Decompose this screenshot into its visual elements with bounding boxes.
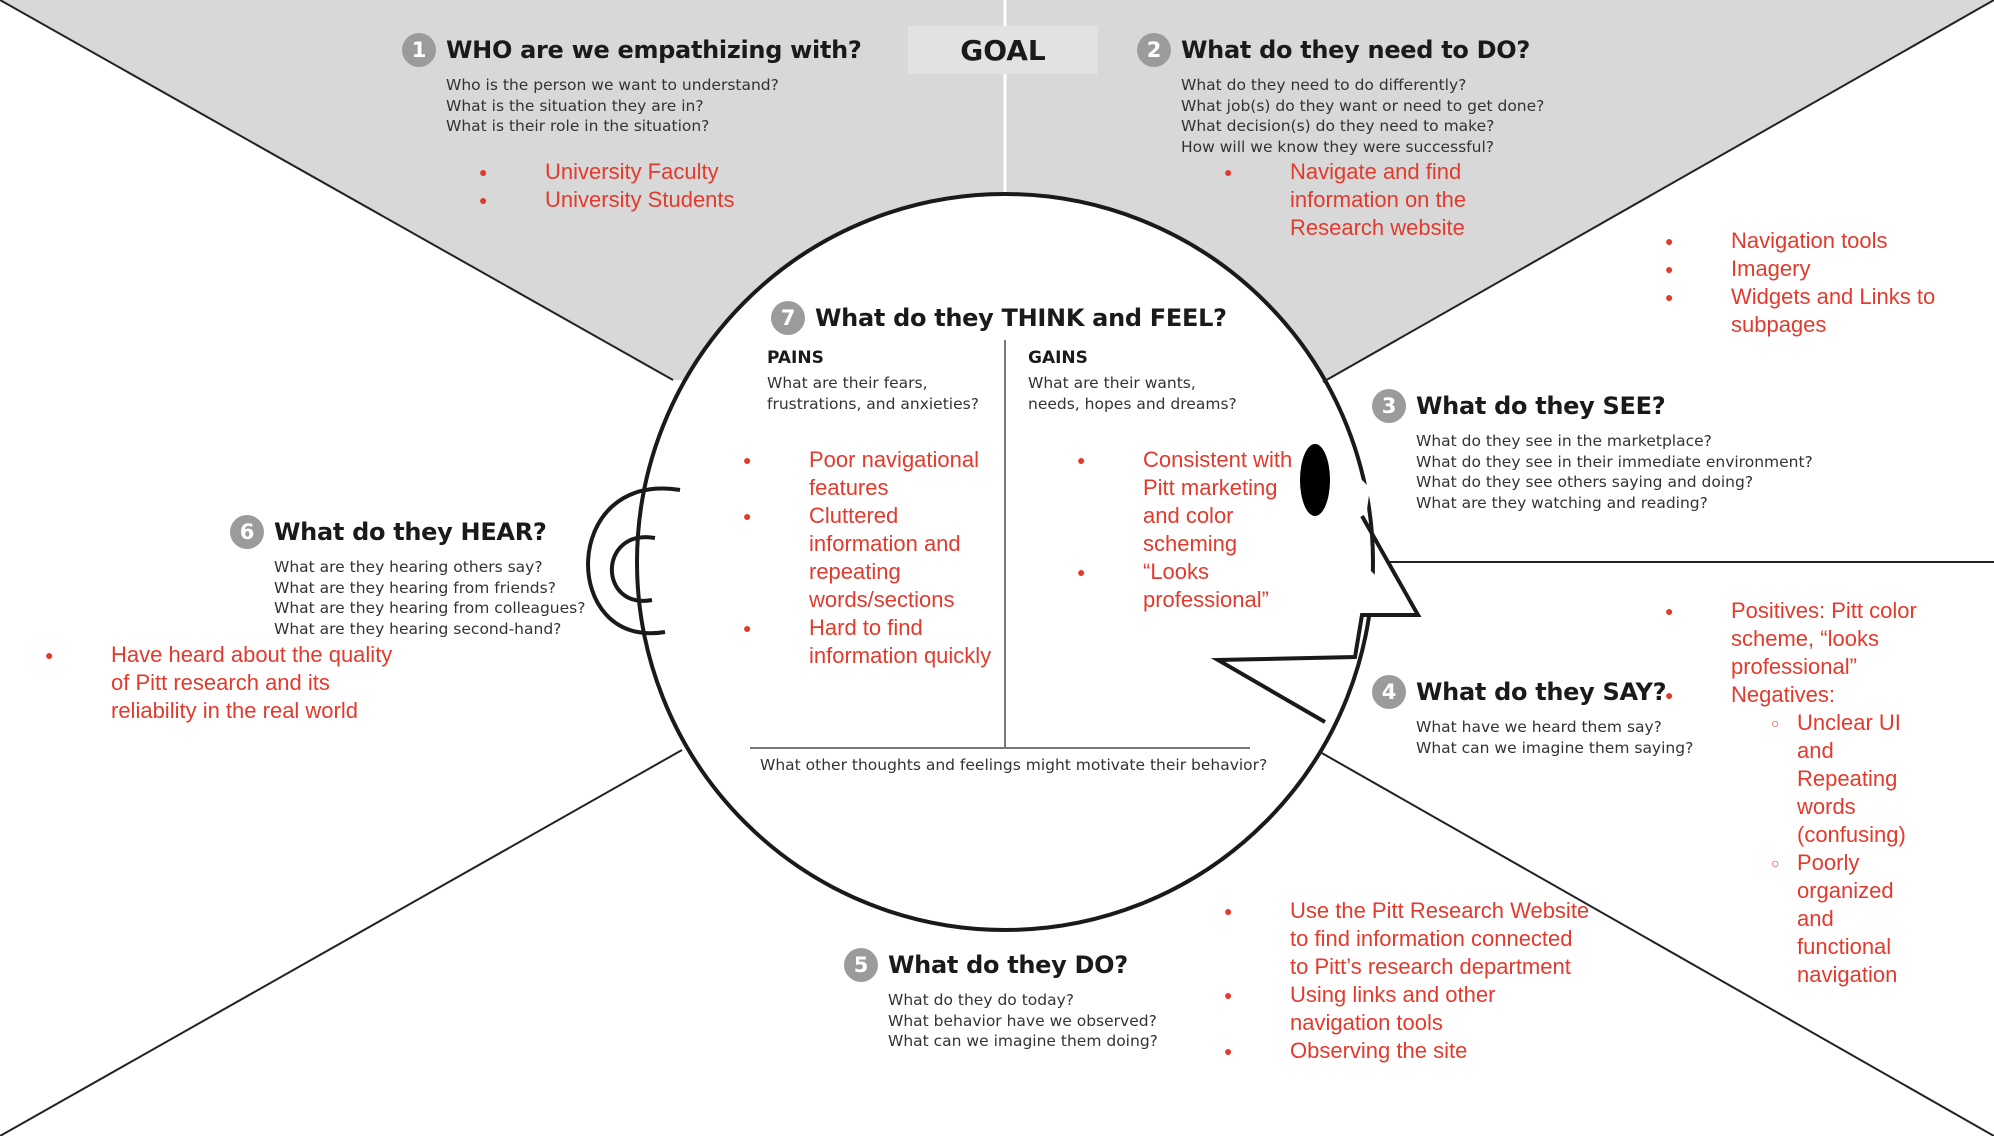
- question: What do they do today?: [888, 991, 1074, 1009]
- question: frustrations, and anxieties?: [767, 394, 979, 413]
- section-say: 4 What do they SAY? What have we heard t…: [1372, 675, 1693, 758]
- gains-heading: GAINS: [1028, 348, 1088, 368]
- section-questions: Who is the person we want to understand?…: [446, 75, 862, 137]
- answer-item: Cluttered information and repeating word…: [743, 502, 993, 614]
- gains-answers: Consistent with Pitt marketing and color…: [1077, 446, 1317, 614]
- answer-item: Consistent with Pitt marketing and color…: [1077, 446, 1317, 558]
- answer-item: Widgets and Links to subpages: [1665, 283, 1970, 339]
- answer-item: Using links and other navigation tools: [1224, 981, 1594, 1037]
- divider-top-right: [1322, 0, 1994, 383]
- question: needs, hopes and dreams?: [1028, 394, 1237, 413]
- step-badge: 3: [1372, 389, 1406, 423]
- section-title: What do they SEE?: [1416, 392, 1666, 420]
- question: Who is the person we want to understand?: [446, 76, 779, 94]
- think-bottom-question: What other thoughts and feelings might m…: [760, 756, 1268, 774]
- section-who: 1 WHO are we empathizing with? Who is th…: [402, 33, 862, 137]
- question: What are they watching and reading?: [1416, 493, 1708, 512]
- divider-bottom-right: [1319, 751, 1994, 1136]
- negative-item: Unclear UI and Repeating words (confusin…: [1731, 709, 1917, 849]
- section-do: 5 What do they DO? What do they do today…: [844, 948, 1158, 1052]
- question: What job(s) do they want or need to get …: [1181, 96, 1545, 115]
- question: What do they see in the marketplace?: [1416, 432, 1712, 450]
- question: What behavior have we observed?: [888, 1011, 1157, 1030]
- section-hear: 6 What do they HEAR? What are they heari…: [230, 515, 585, 639]
- answer-item: Have heard about the quality of Pitt res…: [45, 641, 415, 725]
- question: What do they see others saying and doing…: [1416, 473, 1754, 491]
- section-title: What do they HEAR?: [274, 518, 547, 546]
- answer-positives: Positives: Pitt color scheme, “looks pro…: [1665, 597, 1990, 681]
- section-questions: What are they hearing others say? What a…: [274, 557, 585, 639]
- section-do-need: 2 What do they need to DO? What do they …: [1137, 33, 1544, 157]
- answer-item: Hard to find information quickly: [743, 614, 993, 670]
- pains-questions: What are their fears, frustrations, and …: [767, 373, 979, 414]
- hear-answers: Have heard about the quality of Pitt res…: [45, 641, 415, 725]
- negative-item: Poorly organized and functional navigati…: [1731, 849, 1907, 989]
- do-need-answers: Navigate and find information on the Res…: [1224, 158, 1484, 242]
- who-answers: University Faculty University Students: [479, 158, 809, 214]
- section-questions: What do they do today? What behavior hav…: [888, 990, 1158, 1052]
- answer-negatives: Negatives: Unclear UI and Repeating word…: [1665, 681, 1990, 989]
- do-answers: Use the Pitt Research Website to find in…: [1224, 897, 1594, 1065]
- step-badge: 4: [1372, 675, 1406, 709]
- section-see: 3 What do they SEE? What do they see in …: [1372, 389, 1813, 513]
- section-questions: What do they need to do differently? Wha…: [1181, 75, 1544, 157]
- say-answers: Positives: Pitt color scheme, “looks pro…: [1665, 597, 1990, 989]
- question: What can we imagine them saying?: [1416, 738, 1694, 757]
- section-title: What do they SAY?: [1416, 678, 1667, 706]
- step-badge: 6: [230, 515, 264, 549]
- question: What are they hearing from colleagues?: [274, 599, 586, 617]
- question: What are they hearing from friends?: [274, 578, 556, 597]
- goal-label: GOAL: [908, 26, 1098, 74]
- question: What are they hearing others say?: [274, 558, 543, 576]
- question: What decision(s) do they need to make?: [1181, 117, 1495, 135]
- section-title: What do they need to DO?: [1181, 36, 1530, 64]
- see-answers: Navigation tools Imagery Widgets and Lin…: [1665, 227, 1970, 339]
- question: What are their fears,: [767, 374, 928, 392]
- step-badge: 7: [771, 301, 805, 335]
- question: What have we heard them say?: [1416, 718, 1662, 736]
- question: What are they hearing second-hand?: [274, 619, 562, 638]
- answer-item: Navigate and find information on the Res…: [1224, 158, 1484, 242]
- section-title: What do they THINK and FEEL?: [815, 304, 1227, 332]
- divider-bottom-left: [0, 749, 683, 1136]
- negatives-label: Negatives:: [1731, 682, 1835, 707]
- question: What are their wants,: [1028, 374, 1196, 392]
- gains-questions: What are their wants, needs, hopes and d…: [1028, 373, 1237, 414]
- answer-item: “Looks professional”: [1077, 558, 1317, 614]
- section-questions: What do they see in the marketplace? Wha…: [1416, 431, 1813, 513]
- section-title: WHO are we empathizing with?: [446, 36, 862, 64]
- question: What is their role in the situation?: [446, 117, 710, 135]
- answer-item: Observing the site: [1224, 1037, 1594, 1065]
- ear-inner: [609, 535, 656, 603]
- divider-top-left: [0, 0, 674, 381]
- question: How will we know they were successful?: [1181, 137, 1494, 156]
- step-badge: 2: [1137, 33, 1171, 67]
- section-title: What do they DO?: [888, 951, 1128, 979]
- step-badge: 1: [402, 33, 436, 67]
- answer-item: Use the Pitt Research Website to find in…: [1224, 897, 1594, 981]
- section-think-feel: 7 What do they THINK and FEEL?: [771, 301, 1227, 335]
- section-questions: What have we heard them say? What can we…: [1416, 717, 1693, 758]
- answer-item: University Faculty: [479, 158, 809, 186]
- ear-outer: [586, 486, 681, 636]
- pains-heading: PAINS: [767, 348, 824, 368]
- face-profile: [1210, 515, 1422, 724]
- question: What can we imagine them doing?: [888, 1032, 1158, 1050]
- question: What is the situation they are in?: [446, 96, 704, 115]
- pains-answers: Poor navigational features Cluttered inf…: [743, 446, 993, 670]
- step-badge: 5: [844, 948, 878, 982]
- question: What do they need to do differently?: [1181, 76, 1467, 94]
- negatives-list: Unclear UI and Repeating words (confusin…: [1731, 709, 1990, 989]
- answer-item: Navigation tools: [1665, 227, 1970, 255]
- question: What do they see in their immediate envi…: [1416, 452, 1813, 471]
- answer-item: Imagery: [1665, 255, 1970, 283]
- top-shaded-region: [0, 0, 1994, 382]
- answer-item: Poor navigational features: [743, 446, 993, 502]
- answer-item: University Students: [479, 186, 809, 214]
